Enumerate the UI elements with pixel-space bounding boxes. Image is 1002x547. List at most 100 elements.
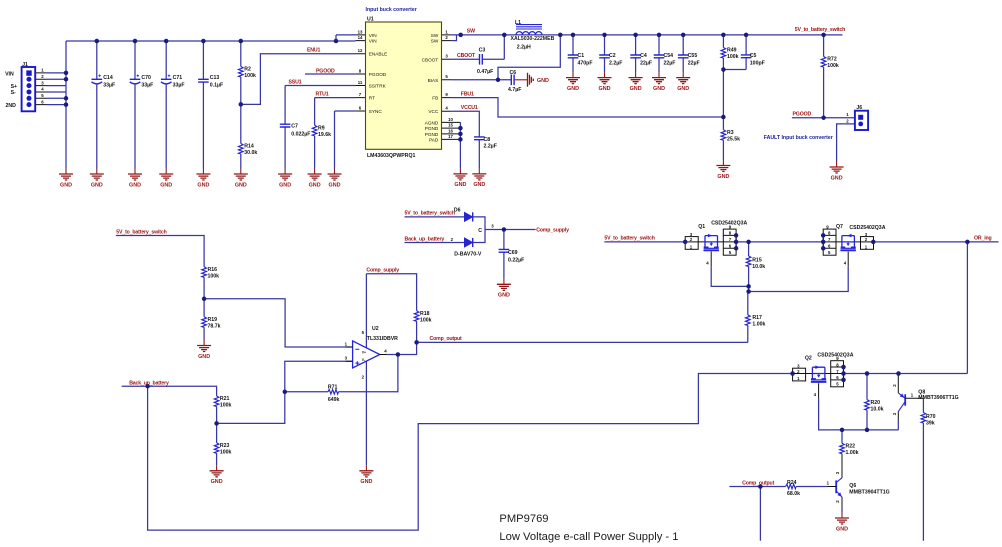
svg-text:5V_to_battery_switch: 5V_to_battery_switch (116, 229, 166, 235)
svg-text:12: 12 (358, 48, 363, 53)
svg-text:ENABLE: ENABLE (369, 52, 388, 57)
svg-text:C14: C14 (103, 75, 113, 81)
svg-text:2: 2 (41, 74, 44, 79)
svg-text:4: 4 (384, 349, 387, 354)
svg-text:7: 7 (836, 369, 839, 374)
svg-text:2: 2 (865, 237, 868, 242)
svg-text:C71: C71 (173, 75, 183, 81)
svg-text:L1: L1 (515, 20, 521, 26)
svg-text:33µF: 33µF (141, 83, 153, 89)
svg-text:SW: SW (431, 39, 439, 44)
svg-text:5: 5 (828, 250, 831, 255)
svg-text:13: 13 (358, 29, 363, 34)
svg-text:CSD25402Q3A: CSD25402Q3A (817, 352, 853, 358)
svg-text:V-: V- (362, 358, 365, 362)
svg-text:4: 4 (445, 106, 448, 111)
svg-text:4: 4 (41, 87, 44, 92)
svg-text:2.2µH: 2.2µH (517, 45, 531, 51)
svg-text:RTU1: RTU1 (316, 91, 329, 97)
svg-text:R15: R15 (752, 258, 762, 264)
svg-text:9: 9 (836, 356, 839, 361)
svg-text:100k: 100k (420, 318, 432, 324)
svg-text:Q8: Q8 (918, 389, 925, 395)
svg-text:5: 5 (836, 382, 839, 387)
svg-text:Q6: Q6 (849, 483, 856, 489)
svg-text:2: 2 (835, 500, 840, 503)
svg-text:R23: R23 (220, 443, 230, 449)
svg-text:7: 7 (828, 237, 831, 242)
svg-text:3: 3 (690, 232, 693, 237)
svg-text:3: 3 (41, 80, 44, 85)
svg-text:D6: D6 (454, 208, 461, 214)
svg-text:10.0k: 10.0k (871, 406, 884, 412)
svg-text:VCCU1: VCCU1 (461, 105, 478, 111)
svg-text:2: 2 (451, 237, 454, 242)
svg-text:0.22µF: 0.22µF (508, 257, 524, 263)
svg-text:FB: FB (432, 96, 438, 101)
svg-text:C3: C3 (479, 48, 486, 54)
svg-text:Low Voltage e-call Power Suppl: Low Voltage e-call Power Supply - 1 (499, 531, 678, 543)
svg-text:3: 3 (445, 54, 448, 59)
svg-text:R18: R18 (420, 311, 430, 317)
svg-text:R2: R2 (244, 67, 251, 73)
svg-text:1: 1 (345, 341, 348, 346)
svg-text:Q1: Q1 (698, 224, 705, 230)
svg-text:PGOOD: PGOOD (793, 112, 812, 118)
svg-text:PGND: PGND (425, 132, 439, 137)
svg-text:1: 1 (690, 244, 693, 249)
svg-text:FAULT Input buck converter: FAULT Input buck converter (764, 135, 833, 141)
svg-text:VCC: VCC (428, 109, 439, 114)
svg-text:RT: RT (369, 96, 375, 101)
svg-text:8: 8 (836, 362, 839, 367)
svg-text:100k: 100k (220, 450, 232, 456)
svg-text:2: 2 (362, 375, 365, 380)
svg-text:17: 17 (448, 134, 453, 139)
svg-text:SW: SW (467, 29, 475, 35)
svg-text:3: 3 (491, 224, 494, 229)
svg-text:C69: C69 (508, 250, 518, 256)
svg-text:2: 2 (846, 119, 849, 124)
svg-text:649k: 649k (328, 397, 340, 403)
svg-text:3: 3 (345, 356, 348, 361)
svg-text:R24: R24 (787, 480, 797, 486)
svg-text:C7: C7 (291, 124, 298, 130)
svg-text:5V_to_battery_switch: 5V_to_battery_switch (405, 211, 455, 217)
svg-text:1: 1 (41, 68, 44, 73)
svg-text:9: 9 (826, 224, 829, 229)
svg-text:PGOOD: PGOOD (316, 68, 335, 74)
svg-text:U1: U1 (367, 17, 374, 23)
svg-text:100k: 100k (220, 403, 232, 409)
svg-text:1: 1 (797, 376, 800, 381)
svg-text:6: 6 (836, 375, 839, 380)
svg-text:C1: C1 (578, 53, 585, 59)
svg-text:U2: U2 (372, 326, 379, 332)
svg-text:8: 8 (729, 231, 732, 236)
svg-text:5: 5 (729, 250, 732, 255)
svg-text:5: 5 (41, 93, 44, 98)
svg-text:0.47µF: 0.47µF (477, 69, 493, 75)
svg-text:2: 2 (445, 35, 448, 40)
svg-text:4: 4 (844, 261, 847, 266)
svg-text:C54: C54 (664, 53, 674, 59)
svg-text:1.00k: 1.00k (752, 322, 765, 328)
svg-text:Q2: Q2 (805, 355, 812, 361)
svg-text:6: 6 (729, 244, 732, 249)
svg-text:1: 1 (445, 29, 448, 34)
svg-text:16: 16 (448, 128, 453, 133)
svg-text:PGND: PGND (425, 126, 439, 131)
svg-text:C2: C2 (609, 53, 616, 59)
svg-text:C4: C4 (640, 53, 647, 59)
svg-text:D-BAV70-V: D-BAV70-V (454, 251, 482, 257)
svg-text:R49: R49 (727, 48, 737, 54)
svg-text:CSD25402Q3A: CSD25402Q3A (849, 225, 885, 231)
svg-text:PAD: PAD (429, 137, 439, 142)
svg-text:8: 8 (828, 231, 831, 236)
svg-text:R70: R70 (926, 414, 936, 420)
svg-text:22µF: 22µF (664, 60, 676, 66)
svg-text:PMP9769: PMP9769 (499, 513, 548, 525)
svg-text:14: 14 (358, 35, 363, 40)
svg-text:VIN: VIN (369, 39, 377, 44)
svg-text:SS/TRK: SS/TRK (369, 84, 387, 89)
svg-text:78.7k: 78.7k (208, 324, 221, 330)
svg-text:R72: R72 (827, 57, 837, 63)
